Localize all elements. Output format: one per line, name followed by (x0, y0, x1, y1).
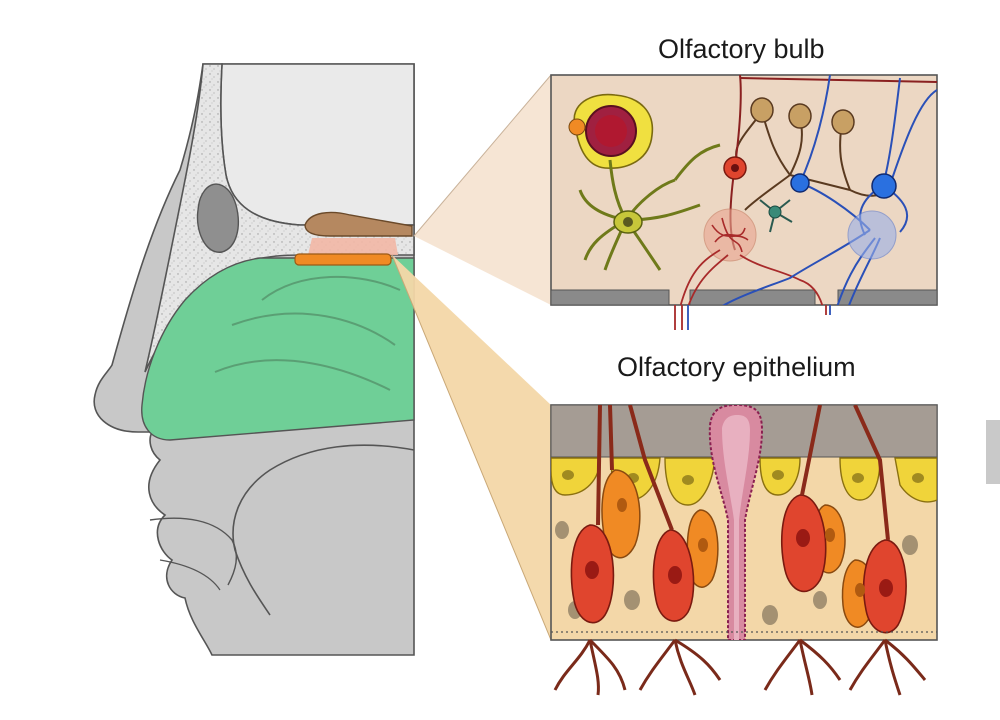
vessel-lumen (595, 115, 627, 147)
head-section (93, 63, 415, 656)
orange-cell (568, 118, 586, 136)
red-neuron-nucleus (731, 164, 739, 172)
blue-neuron-1 (790, 173, 810, 193)
palate-line (232, 444, 415, 616)
neuron-nuclei (585, 498, 893, 597)
bulb-panel (550, 74, 938, 330)
exiting-axons (674, 305, 827, 330)
basal-axons (553, 638, 927, 696)
astrocyte-nucleus (623, 217, 633, 227)
nasal-cavity (141, 257, 415, 441)
bulb-zoom-wedge (414, 75, 551, 305)
mitral-cell-2 (788, 103, 812, 129)
olfactory-bulb-shape (304, 211, 413, 237)
lip-line (159, 559, 221, 591)
supporting-nuclei (562, 470, 924, 485)
red-axon-2 (739, 77, 937, 83)
olfactory-epithelium-title: Olfactory epithelium (617, 352, 856, 382)
gland-lumen (722, 415, 750, 640)
red-axon-bundle (679, 249, 824, 305)
turbinate-3 (214, 359, 391, 391)
olfactory-epithelium-patch (294, 253, 392, 266)
epithelium-panel (550, 404, 938, 696)
exiting-blue-axons (687, 305, 831, 330)
frontal-sinus (196, 183, 240, 253)
olfactory-bulb-title: Olfactory bulb (658, 34, 825, 64)
mitral-cell-1 (750, 97, 774, 123)
bulb-base-bar-2 (689, 289, 816, 305)
mitral-cell-3 (831, 109, 855, 135)
blue-neuron-2 (871, 173, 897, 199)
cranial-area (220, 63, 415, 226)
wedge-edge-1 (413, 74, 552, 237)
wedge-edge-2 (391, 254, 552, 641)
scrollbar-thumb[interactable] (986, 420, 1000, 484)
teal-interneuron-body (768, 205, 782, 219)
turbinate-1 (261, 275, 401, 301)
blue-glomerulus (847, 210, 897, 260)
bulb-base-bar-3 (837, 289, 937, 305)
turbinate-2 (231, 312, 396, 346)
cribriform-region (308, 238, 398, 255)
bulb-base-bar-1 (551, 289, 670, 305)
mouth-line (149, 517, 238, 586)
neuron-dendrites (596, 405, 890, 541)
red-glomerulus-fibers (711, 217, 749, 253)
